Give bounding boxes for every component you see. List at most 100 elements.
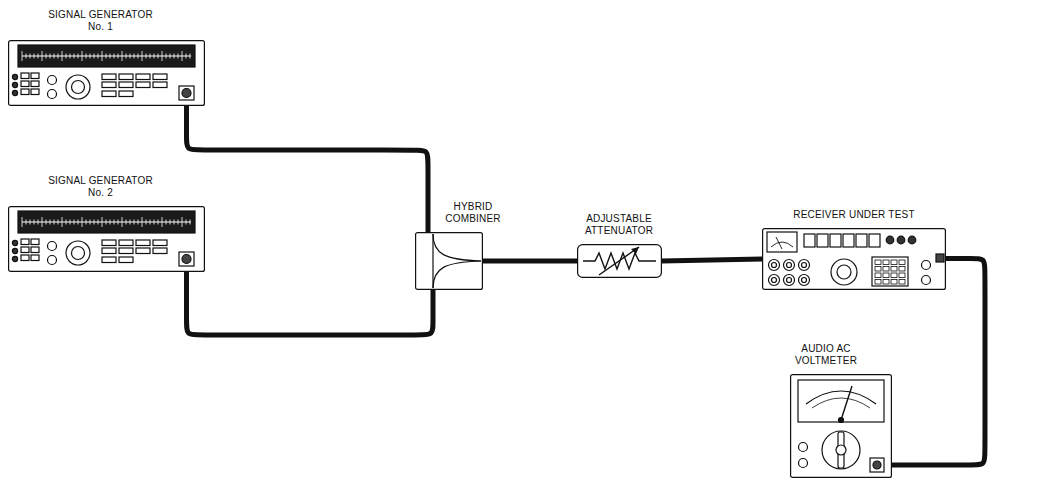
scale-tick <box>86 220 87 225</box>
control-knob <box>769 275 780 286</box>
indicator-lamp <box>12 90 17 95</box>
meter-needle <box>776 237 782 249</box>
scale-tick <box>154 54 155 59</box>
rf-output-jack <box>182 89 191 98</box>
function-key <box>119 248 133 254</box>
input-jack <box>873 461 881 469</box>
function-key <box>119 74 133 80</box>
scale-tick <box>66 220 67 225</box>
rf-output-connector <box>179 252 194 266</box>
scale-tick <box>106 220 107 225</box>
scale-tick <box>94 54 95 59</box>
function-key <box>119 82 133 88</box>
scale-tick <box>134 220 135 225</box>
scale-tick <box>34 54 35 59</box>
digit-window <box>830 234 841 247</box>
input-terminal <box>799 443 808 452</box>
equipment-drawing <box>8 206 205 272</box>
keypad-key <box>875 273 881 278</box>
coaxial-cable <box>187 272 434 335</box>
scale-tick <box>186 54 187 59</box>
scale-tick <box>118 220 119 225</box>
digit-window <box>843 234 854 247</box>
tuning-knob <box>831 259 857 285</box>
variable-arrow <box>599 247 639 275</box>
scale-tick <box>30 220 31 225</box>
small-knob <box>922 261 931 270</box>
control-knob <box>784 260 795 271</box>
control-knob-hub <box>787 263 792 268</box>
scale-tick <box>70 54 71 59</box>
scale-tick <box>46 54 47 59</box>
input-connector <box>870 458 884 472</box>
function-key <box>102 240 116 246</box>
equipment-drawing <box>415 232 483 290</box>
function-key <box>136 248 150 254</box>
scale-tick <box>54 220 55 225</box>
scale-tick <box>178 220 179 225</box>
coaxial-cable <box>662 259 762 261</box>
keypad-key <box>899 260 905 265</box>
scale-tick <box>146 220 147 225</box>
key-button <box>31 89 39 95</box>
scale-tick <box>58 54 59 59</box>
function-key <box>153 240 167 246</box>
scale-tick <box>142 217 143 227</box>
frequency-display <box>18 45 195 67</box>
equipment-drawing <box>577 244 662 278</box>
meter-window <box>798 380 884 422</box>
s-meter <box>767 232 797 252</box>
scale-tick <box>126 54 127 59</box>
tuning-knob-hub <box>837 265 851 279</box>
control-knob <box>799 260 810 271</box>
indicator-lamp <box>897 236 905 244</box>
audio-output-jack <box>936 254 944 262</box>
key-button <box>21 89 29 95</box>
scale-tick <box>162 217 163 227</box>
digit-window <box>869 234 880 247</box>
scale-tick <box>26 220 27 225</box>
control-knob <box>799 275 810 286</box>
scale-tick <box>190 220 191 225</box>
equipment-label: SIGNAL GENERATOR No. 1 <box>48 9 153 33</box>
scale-tick <box>118 54 119 59</box>
small-knob <box>48 90 57 99</box>
scale-tick <box>182 51 183 61</box>
keypad-key <box>891 267 897 272</box>
scale-tick <box>86 54 87 59</box>
scale-tick <box>146 54 147 59</box>
scale-tick <box>22 51 23 61</box>
digit-window <box>817 234 828 247</box>
tuning-knob <box>66 241 90 265</box>
scale-tick <box>106 54 107 59</box>
function-key <box>102 74 116 80</box>
function-key <box>153 82 167 88</box>
scale-tick <box>42 51 43 61</box>
scale-tick <box>150 220 151 225</box>
scale-tick <box>34 220 35 225</box>
function-key <box>102 82 116 88</box>
scale-tick <box>102 51 103 61</box>
scale-tick <box>38 220 39 225</box>
range-knob-hub <box>836 445 846 455</box>
scale-tick <box>174 220 175 225</box>
meter-scale <box>806 391 876 404</box>
coupler-line <box>433 234 481 261</box>
key-button <box>31 247 39 253</box>
function-key <box>136 82 150 88</box>
receiver-case <box>763 229 946 290</box>
keypad-key <box>875 280 881 285</box>
input-terminal <box>799 459 808 468</box>
keypad-key <box>899 267 905 272</box>
function-key <box>102 257 116 263</box>
equipment-drawing <box>790 374 892 478</box>
tuning-knob-hub <box>72 81 85 94</box>
needle-pivot <box>839 418 844 423</box>
key-button <box>31 81 39 87</box>
scale-tick <box>190 54 191 59</box>
scale-tick <box>110 220 111 225</box>
combiner-case <box>416 233 483 290</box>
range-knob <box>822 431 860 469</box>
scale-tick <box>114 54 115 59</box>
rf-output-jack <box>182 255 191 264</box>
